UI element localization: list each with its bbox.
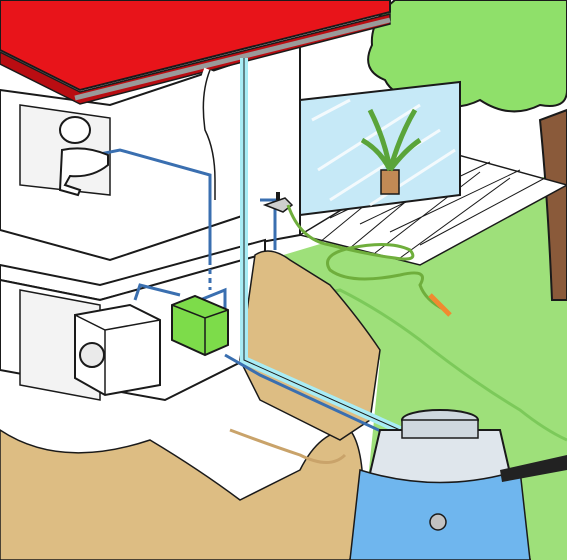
faucet-icon [262, 192, 294, 213]
toilet-icon [58, 116, 109, 197]
window [299, 80, 461, 217]
gutter [74, 17, 391, 101]
pump-icon [171, 294, 229, 357]
cistern-icon [348, 409, 567, 560]
washing-machine-icon [74, 303, 161, 397]
plant-icon [360, 108, 422, 195]
garden-hose-icon [286, 204, 446, 312]
hose-nozzle [428, 293, 452, 317]
soil-front [0, 429, 365, 560]
tree-icon [367, 0, 567, 301]
roof [0, 0, 391, 105]
